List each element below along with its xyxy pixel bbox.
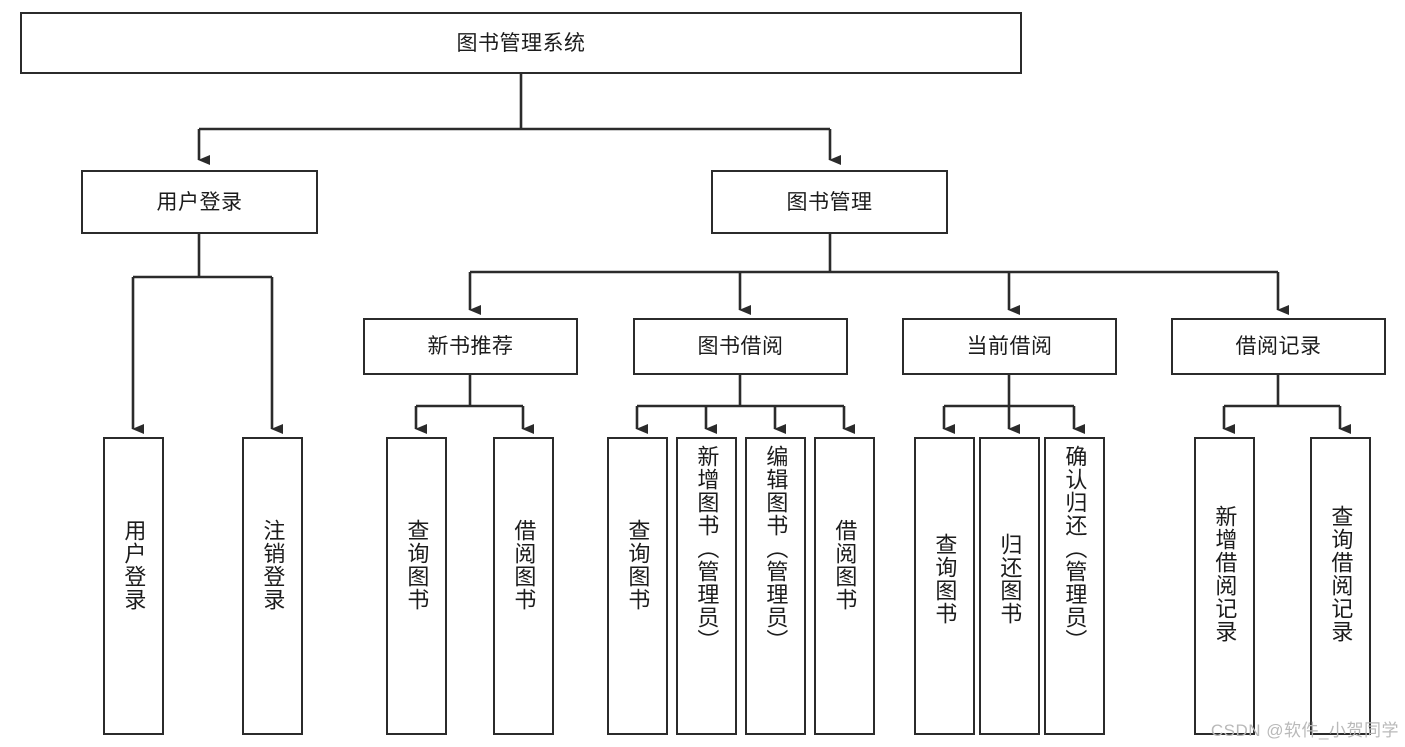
leaf-add-book-label: 新增图书（管理员） [694, 445, 720, 652]
leaf-query-record-label: 查询借阅记录 [1328, 505, 1354, 643]
leaf-edit-book[interactable]: 编辑图书（管理员） [745, 437, 806, 735]
node-book-borrow-label: 图书借阅 [697, 335, 784, 358]
leaf-logout[interactable]: 注销登录 [242, 437, 303, 735]
leaf-user-login[interactable]: 用户登录 [103, 437, 164, 735]
node-new-book-rec-label: 新书推荐 [427, 335, 514, 358]
node-book-manage-label: 图书管理 [786, 190, 873, 214]
leaf-user-login-label: 用户登录 [121, 519, 147, 611]
leaf-query-record[interactable]: 查询借阅记录 [1310, 437, 1371, 735]
leaf-query-book-3-label: 查询图书 [932, 533, 958, 625]
node-new-book-rec[interactable]: 新书推荐 [363, 318, 578, 375]
leaf-query-book-1[interactable]: 查询图书 [386, 437, 447, 735]
leaf-edit-book-label: 编辑图书（管理员） [763, 445, 789, 652]
leaf-add-record-label: 新增借阅记录 [1212, 505, 1238, 643]
node-current-borrow[interactable]: 当前借阅 [902, 318, 1117, 375]
leaf-query-book-3[interactable]: 查询图书 [914, 437, 975, 735]
node-book-borrow[interactable]: 图书借阅 [633, 318, 848, 375]
leaf-add-record[interactable]: 新增借阅记录 [1194, 437, 1255, 735]
leaf-query-book-2-label: 查询图书 [625, 519, 651, 611]
leaf-borrow-book-1[interactable]: 借阅图书 [493, 437, 554, 735]
node-borrow-record-label: 借阅记录 [1235, 335, 1322, 358]
node-borrow-record[interactable]: 借阅记录 [1171, 318, 1386, 375]
node-current-borrow-label: 当前借阅 [966, 335, 1053, 358]
leaf-return-book-label: 归还图书 [997, 533, 1023, 625]
node-user-login[interactable]: 用户登录 [81, 170, 318, 234]
leaf-borrow-book-2-label: 借阅图书 [832, 519, 858, 611]
leaf-confirm-return-label: 确认归还（管理员） [1062, 445, 1088, 652]
leaf-return-book[interactable]: 归还图书 [979, 437, 1040, 735]
node-book-manage[interactable]: 图书管理 [711, 170, 948, 234]
leaf-query-book-1-label: 查询图书 [404, 519, 430, 611]
node-user-login-label: 用户登录 [156, 190, 243, 214]
leaf-borrow-book-1-label: 借阅图书 [511, 519, 537, 611]
node-root-label: 图书管理系统 [456, 31, 586, 55]
leaf-borrow-book-2[interactable]: 借阅图书 [814, 437, 875, 735]
node-root[interactable]: 图书管理系统 [20, 12, 1022, 74]
leaf-query-book-2[interactable]: 查询图书 [607, 437, 668, 735]
leaf-confirm-return[interactable]: 确认归还（管理员） [1044, 437, 1105, 735]
leaf-add-book[interactable]: 新增图书（管理员） [676, 437, 737, 735]
leaf-logout-label: 注销登录 [260, 519, 286, 611]
watermark: CSDN @软件_小贺同学 [1210, 721, 1399, 740]
